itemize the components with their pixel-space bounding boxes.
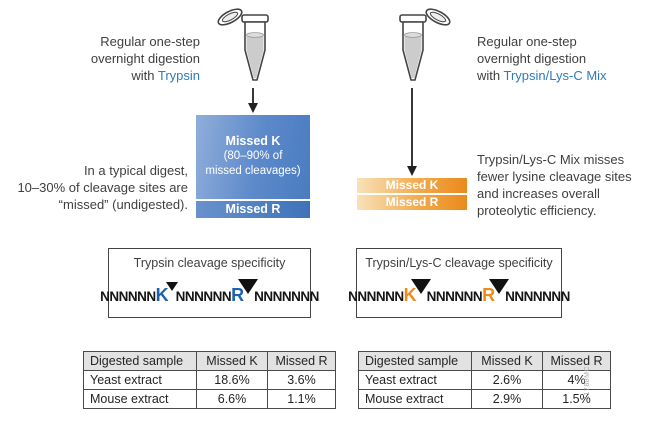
sequence-residues: NNNNNN	[100, 289, 156, 304]
right-note-text: Trypsin/Lys-C Mix misses fewer lysine cl…	[477, 151, 647, 219]
trypsin-results-table: Digested sample Missed K Missed R Yeast …	[83, 351, 336, 409]
down-arrow-icon	[247, 88, 259, 119]
microcentrifuge-tube-icon	[216, 4, 274, 95]
missed-r-cell: 4%	[542, 370, 611, 390]
missed-r-cell: 1.1%	[267, 389, 336, 409]
trypsin-lysc-specificity-title: Trypsin/Lys-C cleavage specificity	[365, 256, 553, 270]
left-note-text: In a typical digest, 10–30% of cleavage …	[10, 162, 188, 213]
cleavage-arrow-icon	[165, 282, 178, 291]
column-header: Missed R	[267, 351, 336, 371]
missed-k-sub1: (80–90% of	[223, 150, 283, 162]
right-intro-text: Regular one-step overnight digestion wit…	[477, 33, 642, 84]
left-intro-line3: with Trypsin	[40, 67, 200, 84]
sequence-residues: NNNNNNN	[505, 289, 570, 304]
trypsin-lysc-results-table: Digested sample Missed K Missed R Yeast …	[358, 351, 611, 409]
right-intro-with: with	[477, 68, 504, 83]
trypsin-lysc-specificity-box: Trypsin/Lys-C cleavage specificity NNNNN…	[348, 248, 570, 318]
sample-cell: Mouse extract	[358, 389, 472, 409]
column-header: Missed K	[196, 351, 268, 371]
right-intro-line1: Regular one-step	[477, 34, 577, 49]
sequence-residues: NNNNNNN	[254, 289, 319, 304]
missed-k-blue-box: Missed K (80–90% of missed cleavages) Mi…	[196, 115, 310, 218]
left-intro-line1: Regular one-step	[100, 34, 200, 49]
table-row: Mouse extract 6.6% 1.1%	[83, 389, 336, 409]
table-row: Mouse extract 2.9% 1.5%	[358, 389, 611, 409]
table-row: Yeast extract 2.6% 4%	[358, 370, 611, 390]
missed-k-bar-orange: Missed K	[357, 178, 467, 193]
column-header: Digested sample	[83, 351, 197, 371]
left-note-line3: “missed” (undigested).	[58, 197, 188, 212]
sample-cell: Yeast extract	[83, 370, 197, 390]
missed-k-sub2: missed cleavages)	[205, 165, 301, 177]
left-note-line2: 10–30% of cleavage sites are	[17, 180, 188, 195]
right-intro-line3: with Trypsin/Lys-C Mix	[477, 67, 642, 84]
cleavage-arrow-icon	[410, 279, 431, 294]
right-note-line1: Trypsin/Lys-C Mix misses	[477, 152, 625, 167]
sequence-residues: NNNNNN	[175, 289, 232, 304]
lysine-residue: K	[155, 285, 169, 305]
right-agent-name: Trypsin/Lys-C Mix	[503, 68, 607, 83]
table-row: Yeast extract 18.6% 3.6%	[83, 370, 336, 390]
right-intro-line2: overnight digestion	[477, 51, 587, 66]
missed-k-title: Missed K	[225, 134, 281, 148]
missed-k-cell: 2.6%	[471, 370, 543, 390]
missed-r-bar-orange: Missed R	[357, 195, 467, 210]
missed-k-panel: Missed K (80–90% of missed cleavages)	[196, 115, 310, 199]
microcentrifuge-tube-icon	[394, 4, 452, 95]
down-arrow-icon	[406, 88, 418, 182]
left-agent-name: Trypsin	[157, 68, 200, 83]
left-intro-line2: overnight digestion	[90, 51, 200, 66]
column-header: Digested sample	[358, 351, 472, 371]
right-note-line2: fewer lysine cleavage sites	[477, 169, 632, 184]
left-intro-text: Regular one-step overnight digestion wit…	[40, 33, 200, 84]
column-header: Missed R	[542, 351, 611, 371]
table-header-row: Digested sample Missed K Missed R	[83, 351, 336, 371]
sample-cell: Mouse extract	[83, 389, 197, 409]
missed-k-cell: 2.9%	[471, 389, 543, 409]
missed-r-cell: 3.6%	[267, 370, 336, 390]
column-header: Missed K	[471, 351, 543, 371]
cleavage-arrow-icon	[238, 279, 259, 294]
sequence-residues: NNNNNN	[426, 289, 483, 304]
cleavage-arrow-icon	[489, 279, 510, 294]
left-intro-with: with	[131, 68, 158, 83]
trypsin-specificity-title: Trypsin cleavage specificity	[133, 256, 286, 270]
right-note-line4: proteolytic efficiency.	[477, 203, 597, 218]
sequence-residues: NNNNNN	[348, 289, 404, 304]
right-note-line3: and increases overall	[477, 186, 600, 201]
missed-k-cell: 18.6%	[196, 370, 268, 390]
left-note-line1: In a typical digest,	[83, 163, 188, 178]
missed-k-cell: 6.6%	[196, 389, 268, 409]
sample-cell: Yeast extract	[358, 370, 472, 390]
missed-r-bar-blue: Missed R	[196, 201, 310, 218]
figure-code: 11788MC	[584, 366, 591, 400]
table-header-row: Digested sample Missed K Missed R	[358, 351, 611, 371]
missed-r-cell: 1.5%	[542, 389, 611, 409]
